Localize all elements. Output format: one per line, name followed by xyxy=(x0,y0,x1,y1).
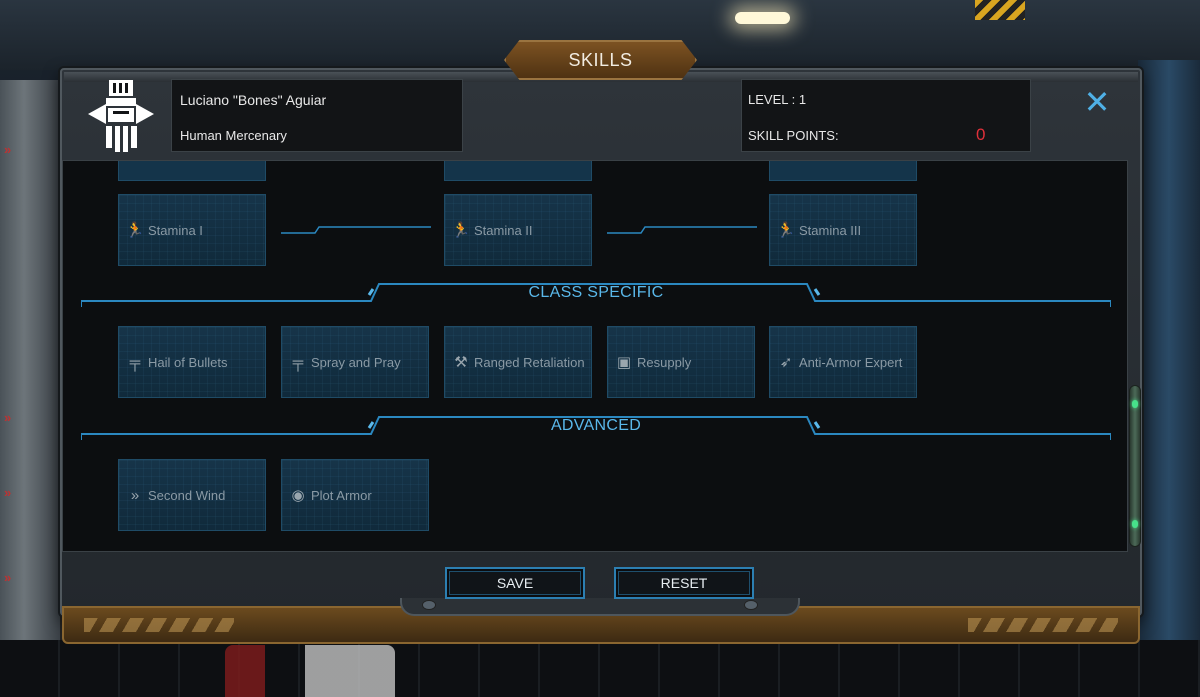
character-name: Luciano "Bones" Aguiar xyxy=(180,92,327,108)
skill-label: Anti-Armor Expert xyxy=(799,354,903,370)
character-info: Luciano "Bones" Aguiar Human Mercenary xyxy=(171,79,463,152)
background-wall-right xyxy=(1138,60,1200,660)
skill-label: Plot Armor xyxy=(311,487,372,503)
skill-label: Resupply xyxy=(637,354,692,370)
background-wall-left: » » » » xyxy=(0,80,62,640)
skill-connector xyxy=(607,224,757,236)
skill-label: Second Wind xyxy=(148,487,226,503)
ammo-crate-icon: ▣ xyxy=(616,354,632,371)
section-header-advanced: ADVANCED xyxy=(81,414,1111,440)
skill-connector xyxy=(281,224,431,236)
skill-second-wind[interactable]: » Second Wind xyxy=(118,459,266,531)
skill-label: Stamina III xyxy=(799,222,862,238)
medal-icon: ◉ xyxy=(291,487,305,504)
scrollbar-indicator-top xyxy=(1132,400,1138,408)
runner-icon: 🏃 xyxy=(125,222,145,239)
skill-label: Ranged Retaliation xyxy=(474,354,585,370)
skill-ranged-retaliation[interactable]: ⚒ Ranged Retaliation xyxy=(444,326,592,398)
window-bottom-plate xyxy=(400,598,800,616)
skill-label: Stamina II xyxy=(474,222,533,238)
save-button[interactable]: SAVE xyxy=(445,567,585,599)
close-icon[interactable]: ✕ xyxy=(1083,84,1111,120)
chevrons-icon: » xyxy=(130,486,140,504)
hazard-stripes xyxy=(975,0,1025,20)
background-robot xyxy=(225,645,395,697)
section-title: CLASS SPECIFIC xyxy=(528,284,664,301)
background-floor xyxy=(0,640,1200,697)
skill-hail-of-bullets[interactable]: ╤ Hail of Bullets xyxy=(118,326,266,398)
runner-icon: 🏃 xyxy=(451,222,471,239)
skill-resupply[interactable]: ▣ Resupply xyxy=(607,326,755,398)
skill-tile-partial[interactable] xyxy=(118,161,266,181)
skill-stamina-3[interactable]: 🏃 Stamina III xyxy=(769,194,917,266)
faction-emblem-icon xyxy=(88,80,154,152)
skill-tile-partial[interactable] xyxy=(769,161,917,181)
runner-icon: 🏃 xyxy=(776,222,796,239)
skill-anti-armor-expert[interactable]: ➶ Anti-Armor Expert xyxy=(769,326,917,398)
skill-stamina-1[interactable]: 🏃 Stamina I xyxy=(118,194,266,266)
skill-plot-armor[interactable]: ◉ Plot Armor xyxy=(281,459,429,531)
skill-points-label: SKILL POINTS: xyxy=(748,128,839,143)
rifle-icon: ╤ xyxy=(292,353,304,371)
scrollbar-indicator-bottom xyxy=(1132,520,1138,528)
skill-panel-scrollbar[interactable] xyxy=(1129,385,1141,547)
section-title: ADVANCED xyxy=(550,417,642,434)
level-label: LEVEL : 1 xyxy=(748,92,807,107)
skill-stamina-2[interactable]: 🏃 Stamina II xyxy=(444,194,592,266)
skill-spray-and-pray[interactable]: ╤ Spray and Pray xyxy=(281,326,429,398)
skill-tile-partial[interactable] xyxy=(444,161,592,181)
skill-points-value: 0 xyxy=(976,125,986,144)
ceiling-light xyxy=(735,12,790,24)
skill-tree-panel[interactable]: 🏃 Stamina I 🏃 Stamina II 🏃 Stamina III C… xyxy=(62,160,1128,552)
window-title: SKILLS xyxy=(504,40,697,80)
character-stats: LEVEL : 1 SKILL POINTS: 0 xyxy=(741,79,1031,152)
rocket-icon: ➶ xyxy=(779,354,793,371)
section-header-class-specific: CLASS SPECIFIC xyxy=(81,281,1111,307)
skill-label: Hail of Bullets xyxy=(148,354,228,370)
shovel-icon: ⚒ xyxy=(454,354,468,371)
skill-label: Spray and Pray xyxy=(311,354,401,370)
rifle-icon: ╤ xyxy=(129,353,141,371)
character-class: Human Mercenary xyxy=(180,128,287,143)
skill-label: Stamina I xyxy=(148,222,203,238)
reset-button[interactable]: RESET xyxy=(614,567,754,599)
